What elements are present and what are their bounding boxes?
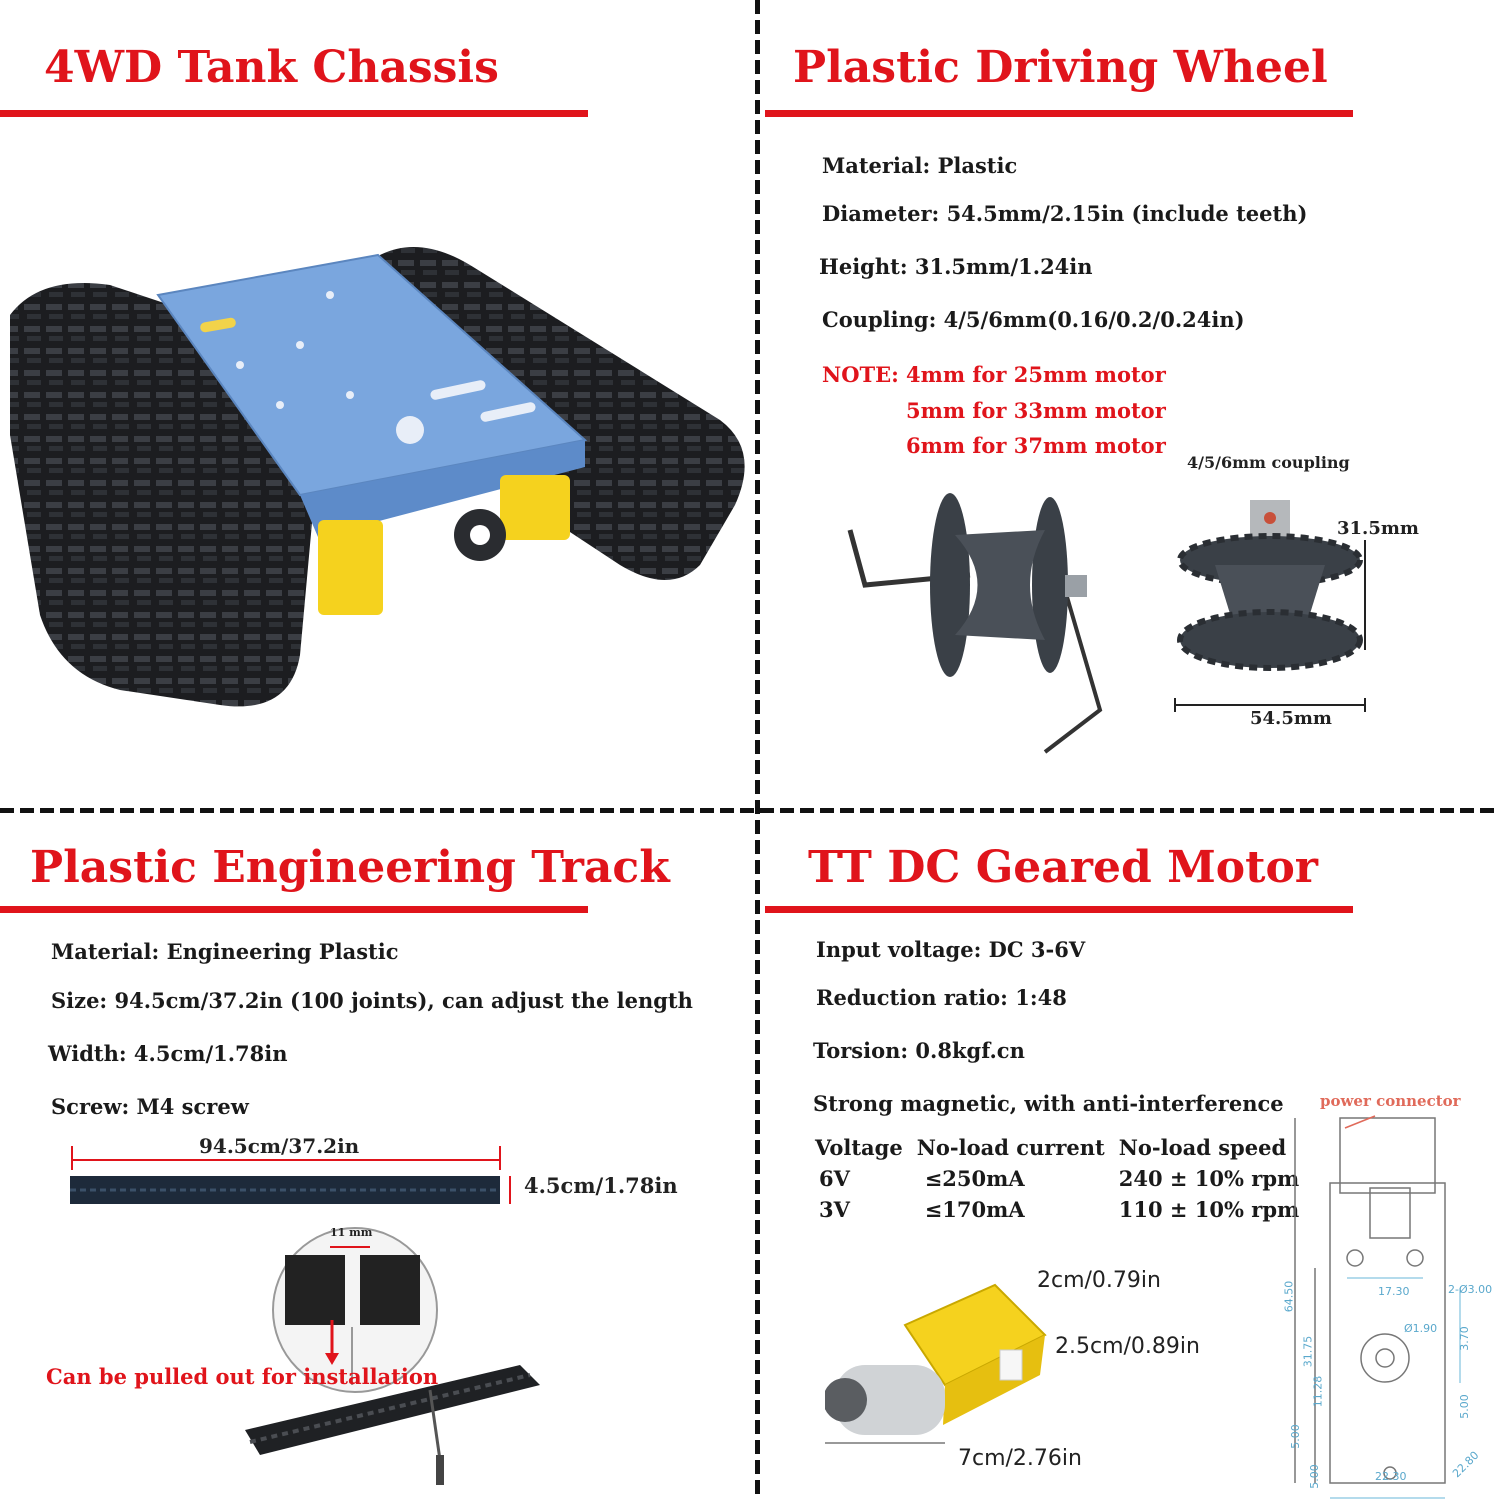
drawing-dim-22-30: 22.30	[1375, 1470, 1407, 1483]
track-title: Plastic Engineering Track	[30, 842, 670, 893]
table-header-row: Voltage No-load current No-load speed	[813, 1135, 1311, 1166]
track-pulled-illustration	[245, 1365, 540, 1485]
chassis-title: 4WD Tank Chassis	[44, 42, 499, 93]
motor-technical-drawing	[1294, 1115, 1461, 1499]
horizontal-divider-right	[760, 808, 1500, 813]
drawing-dim-64-50: 64.50	[1282, 1280, 1296, 1313]
driving-wheel-side-illustration	[847, 493, 1103, 754]
motor-length-dimension: 7cm/2.76in	[958, 1446, 1082, 1471]
table-cell: 3V	[819, 1197, 850, 1222]
wheel-note-3: 6mm for 37mm motor	[906, 433, 1166, 458]
motor-spec-table: Voltage No-load current No-load speed 6V…	[813, 1135, 1311, 1228]
wheel-height: Height: 31.5mm/1.24in	[819, 254, 1093, 279]
track-length-dimension: 94.5cm/37.2in	[199, 1134, 360, 1158]
drawing-dim-31-75: 31.75	[1301, 1335, 1315, 1368]
coupling-label: 4/5/6mm coupling	[1187, 453, 1350, 472]
table-cell: 110 ± 10% rpm	[1118, 1197, 1300, 1222]
table-row: 3V ≤170mA 110 ± 10% rpm	[813, 1197, 1311, 1228]
table-row: 6V ≤250mA 240 ± 10% rpm	[813, 1166, 1311, 1197]
motor-title: TT DC Geared Motor	[808, 842, 1318, 893]
motor-height-dimension: 2cm/0.79in	[1037, 1268, 1161, 1293]
motor-width-dimension: 2.5cm/0.89in	[1055, 1334, 1200, 1359]
tt-motor-illustration	[825, 1283, 1047, 1444]
wheel-material: Material: Plastic	[822, 153, 1018, 178]
track-joint-zoom-illustration	[272, 1227, 438, 1393]
drawing-dim-5-00-left: 5.00	[1288, 1424, 1302, 1449]
wheel-diameter: Diameter: 54.5mm/2.15in (include teeth)	[822, 201, 1308, 226]
wheel-note-2: 5mm for 33mm motor	[906, 398, 1166, 423]
motor-torsion: Torsion: 0.8kgf.cn	[813, 1038, 1025, 1063]
wheel-height-dimension: 31.5mm	[1337, 518, 1419, 539]
wheel-title: Plastic Driving Wheel	[793, 42, 1328, 93]
drawing-dim-3-70: 3.70	[1457, 1326, 1471, 1351]
drawing-dim-5-00-bottom: 5.00	[1307, 1464, 1321, 1489]
vertical-divider	[755, 0, 760, 1500]
track-install-note: Can be pulled out for installation	[46, 1364, 439, 1389]
track-size: Size: 94.5cm/37.2in (100 joints), can ad…	[51, 988, 693, 1013]
track-title-underline	[0, 906, 588, 913]
motor-voltage: Input voltage: DC 3-6V	[816, 937, 1086, 962]
drawing-dim-hole-diameter: 2-Ø3.00	[1448, 1283, 1493, 1296]
wheel-diameter-dimension: 54.5mm	[1250, 708, 1332, 729]
table-header-current: No-load current	[916, 1135, 1105, 1160]
track-strip-illustration	[70, 1146, 511, 1204]
track-material: Material: Engineering Plastic	[51, 939, 399, 964]
motor-ratio: Reduction ratio: 1:48	[816, 985, 1067, 1010]
motor-magnetic: Strong magnetic, with anti-interference	[813, 1091, 1284, 1116]
wheel-note-1: 4mm for 25mm motor	[906, 362, 1166, 387]
drawing-dim-17-30: 17.30	[1378, 1285, 1410, 1298]
table-header-voltage: Voltage	[815, 1135, 903, 1160]
wheel-note-label: NOTE:	[822, 362, 899, 387]
driving-wheel-front-illustration	[1174, 500, 1366, 712]
table-cell: ≤250mA	[924, 1166, 1025, 1191]
track-screw: Screw: M4 screw	[51, 1094, 249, 1119]
chassis-title-underline	[0, 110, 588, 117]
wheel-title-underline	[765, 110, 1353, 117]
wheel-coupling: Coupling: 4/5/6mm(0.16/0.2/0.24in)	[822, 307, 1245, 332]
track-width: Width: 4.5cm/1.78in	[48, 1041, 288, 1066]
table-cell: 240 ± 10% rpm	[1118, 1166, 1300, 1191]
table-header-speed: No-load speed	[1118, 1135, 1287, 1160]
motor-title-underline	[765, 906, 1353, 913]
track-width-dimension: 4.5cm/1.78in	[524, 1173, 678, 1198]
power-connector-label: power connector	[1320, 1092, 1461, 1110]
table-cell: 6V	[819, 1166, 850, 1191]
drawing-dim-11-28: 11.28	[1311, 1375, 1325, 1408]
horizontal-divider-left	[0, 808, 755, 813]
table-cell: ≤170mA	[924, 1197, 1025, 1222]
drawing-dim-5-00-right: 5.00	[1457, 1394, 1471, 1419]
tank-chassis-illustration	[10, 247, 745, 707]
drawing-dim-shaft-diameter: Ø1.90	[1404, 1322, 1438, 1335]
track-joint-dimension: 11 mm	[330, 1226, 373, 1239]
